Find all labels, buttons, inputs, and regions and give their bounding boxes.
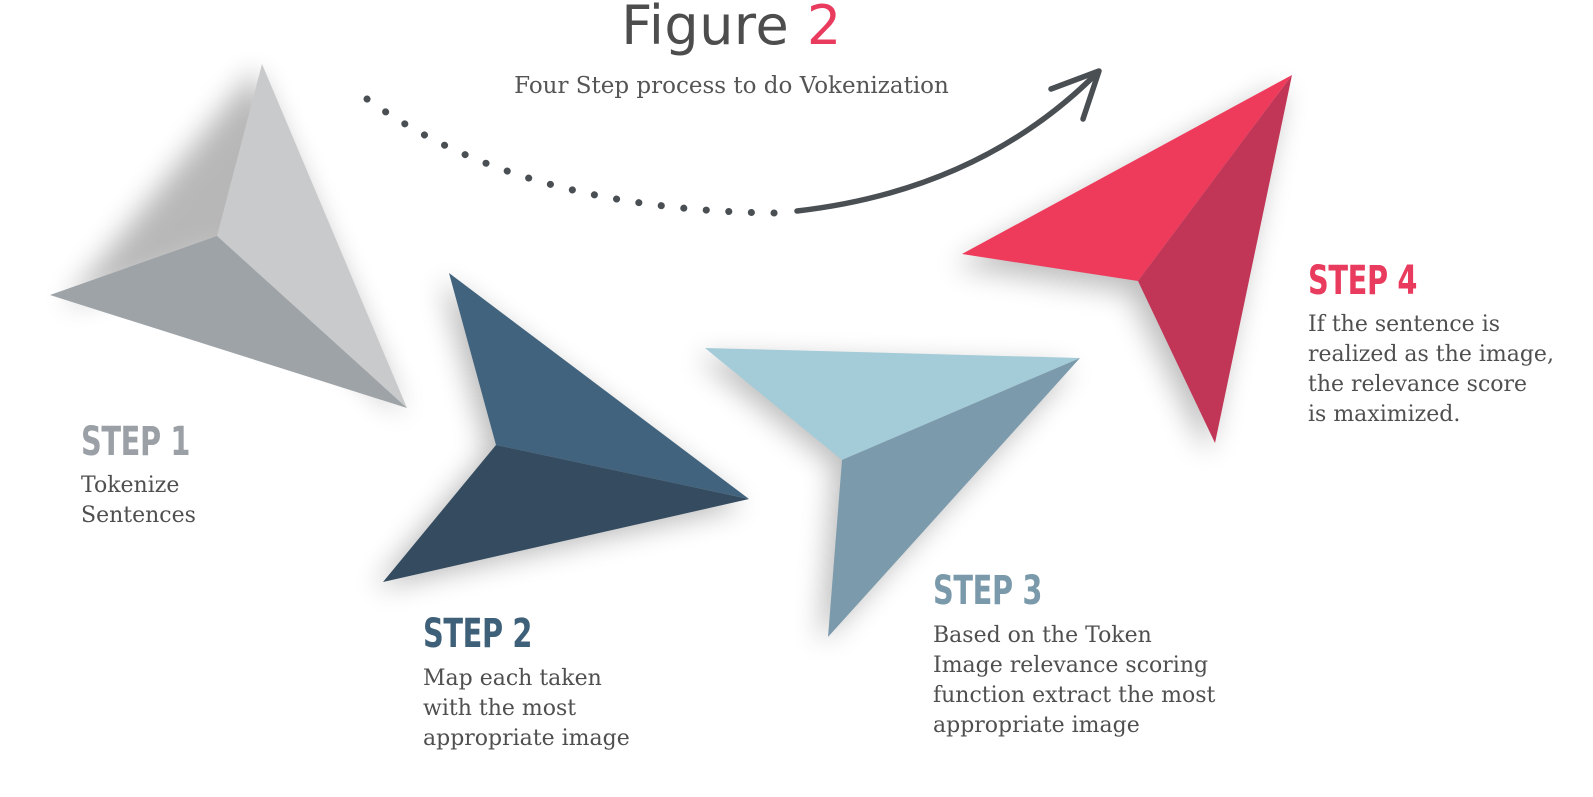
step-3-plane-icon [697,348,1080,644]
step-4-description-line: the relevance score [1308,372,1528,397]
step-4-description: If the sentence is realized as the image… [1308,310,1554,430]
step-2-label: STEP 2 [423,611,533,657]
step-2-plane-icon [375,273,749,588]
step-1-description-line: Sentences [81,503,196,528]
step-3-description-line: Based on the Token [933,623,1152,648]
step-4-label: STEP 4 [1308,258,1418,304]
step-1-plane-icon [50,64,407,416]
step-4-plane-icon [954,75,1292,454]
step-1-label: STEP 1 [81,419,191,465]
figure-title: Figure 2 [0,0,1463,57]
step-1-description-line: Tokenize [81,473,180,498]
step-2-description-line: appropriate image [423,726,630,751]
step-2-description: Map each taken with the most appropriate… [423,664,630,754]
step-2-description-line: Map each taken [423,666,602,691]
step-2-description-line: with the most [423,696,577,721]
step-3-description-line: Image relevance scoring [933,653,1209,678]
step-4-description-line: is maximized. [1308,402,1461,427]
step-3-description-line: appropriate image [933,713,1140,738]
step-4-description-line: realized as the image, [1308,342,1554,367]
step-3-description-line: function extract the most [933,683,1216,708]
step-1-description: Tokenize Sentences [81,471,196,531]
figure-subtitle: Four Step process to do Vokenization [514,73,949,99]
figure-title-number: 2 [806,0,842,57]
step-3-label: STEP 3 [933,568,1043,614]
curved-dotted-arrow-icon [363,68,1102,217]
figure-title-word: Figure [621,0,790,57]
step-3-description: Based on the Token Image relevance scori… [933,621,1215,741]
step-4-description-line: If the sentence is [1308,312,1501,337]
